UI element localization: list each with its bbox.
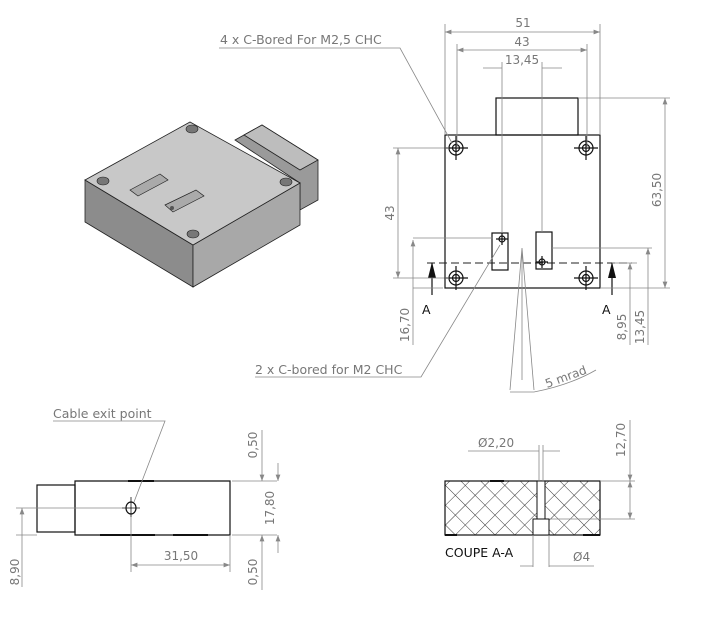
dim-section-depth: 12,70 (614, 423, 628, 457)
divergence-label: 5 mrad (543, 363, 588, 391)
side-view: Cable exit point 31,50 8,90 0,50 17,80 0… (8, 406, 281, 590)
dim-left-slot-height: 16,70 (398, 308, 412, 342)
dim-cable-height: 8,90 (8, 559, 22, 586)
dim-side-offset-bottom: 0,50 (246, 559, 260, 586)
section-title: COUPE A-A (445, 545, 514, 560)
dim-side-thickness: 17,80 (263, 491, 277, 525)
dim-large-diameter: Ø4 (573, 550, 590, 564)
dim-width-holes: 43 (514, 35, 529, 49)
dim-section-line-height: 8,95 (615, 314, 629, 341)
c-bored-m25-label: 4 x C-Bored For M2,5 CHC (220, 32, 382, 47)
dim-beam-height: 13,45 (633, 310, 647, 344)
cable-exit-label: Cable exit point (53, 406, 152, 421)
dim-slot-spacing: 13,45 (505, 53, 539, 67)
isometric-view (84, 121, 319, 288)
dim-small-diameter: Ø2,20 (478, 436, 514, 450)
dim-hole-spacing-vertical: 43 (383, 205, 397, 220)
top-view: A A 51 43 13,45 43 16,70 63,50 8,95 13,4… (219, 16, 670, 393)
section-marker-left: A (422, 302, 431, 317)
dim-total-height: 63,50 (650, 173, 664, 207)
section-view: Ø2,20 Ø4 12,70 COUPE A-A (444, 420, 635, 567)
dim-side-offset-top: 0,50 (246, 432, 260, 459)
dim-width-outer: 51 (515, 16, 530, 30)
section-marker-right: A (602, 302, 611, 317)
dim-side-length: 31,50 (164, 549, 198, 563)
c-bored-m2-label: 2 x C-bored for M2 CHC (255, 362, 403, 377)
